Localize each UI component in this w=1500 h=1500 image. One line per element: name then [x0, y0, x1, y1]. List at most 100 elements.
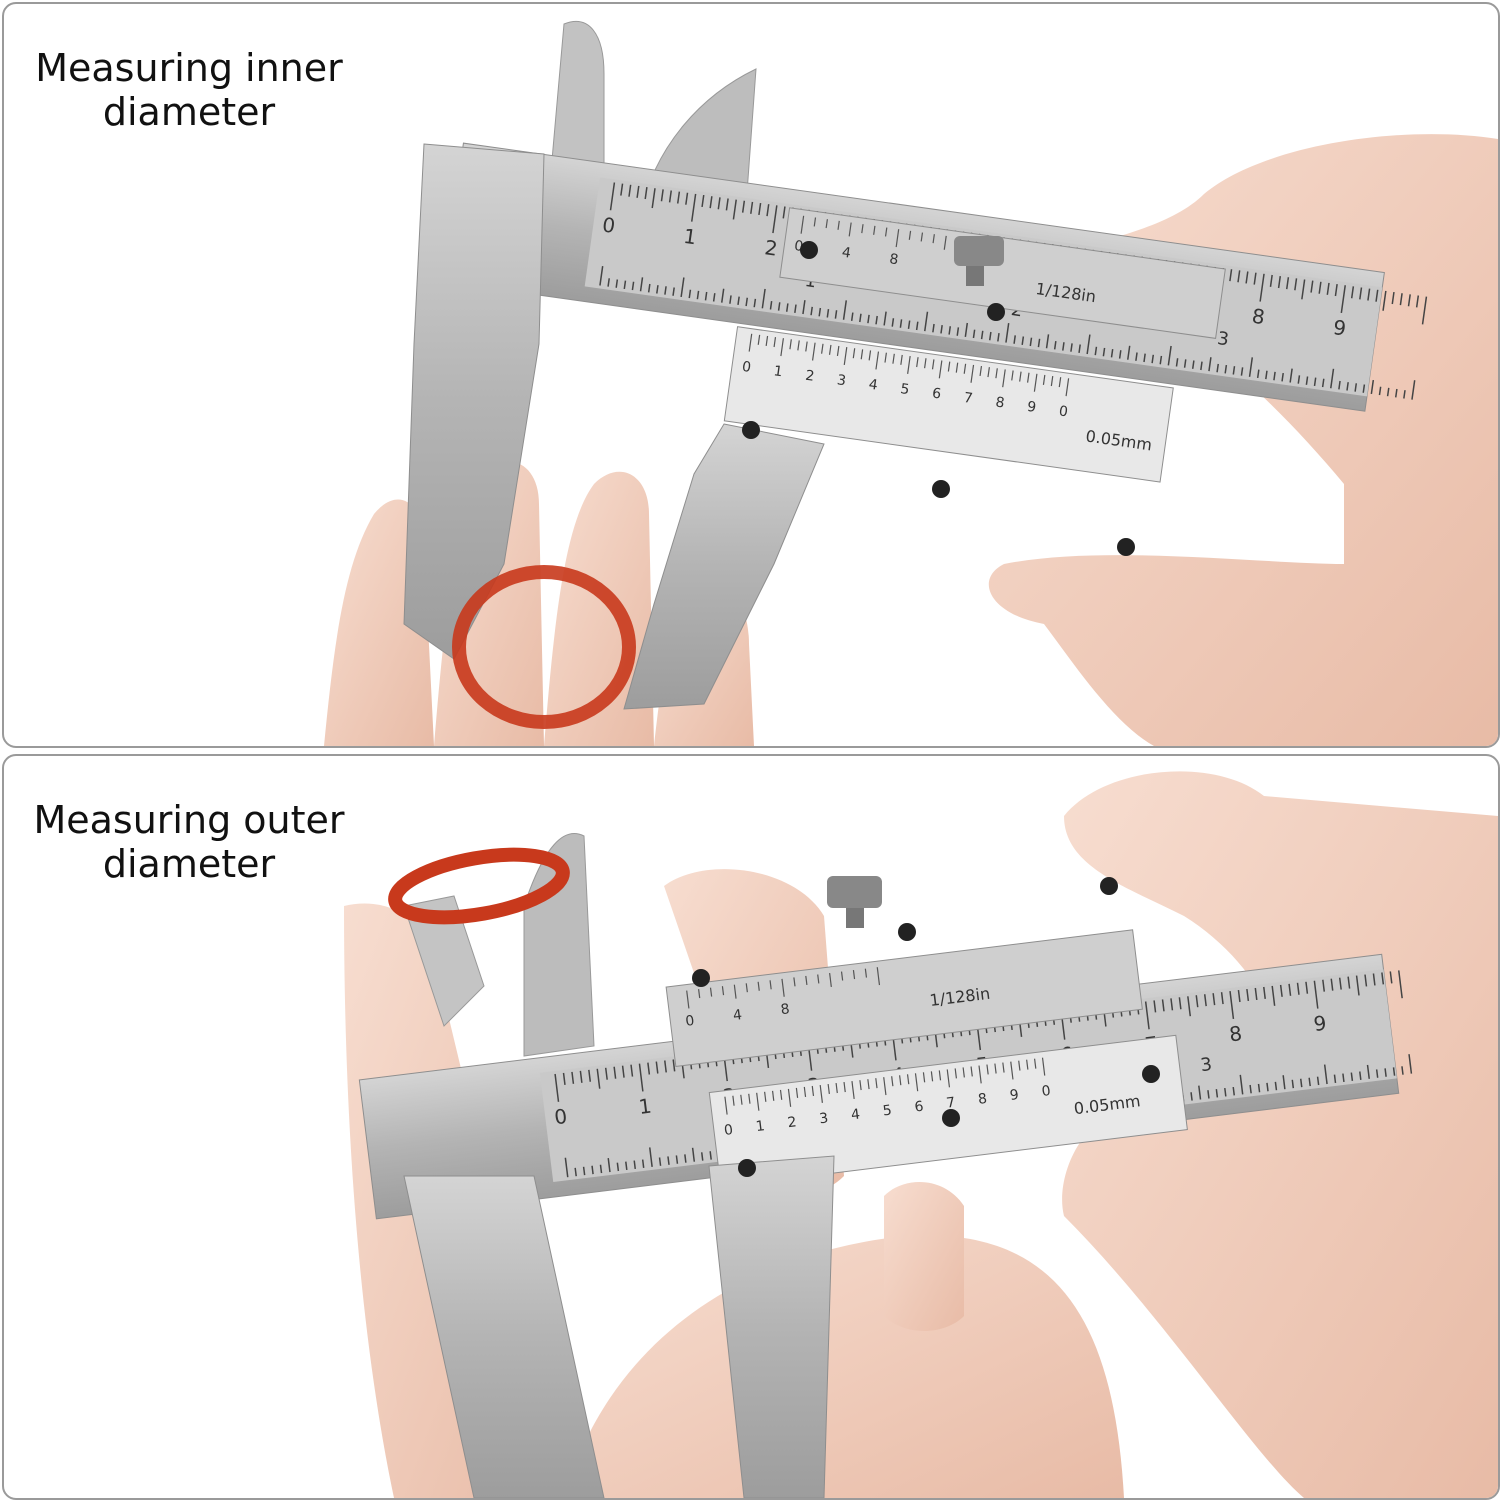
inch-scale-tick — [1330, 368, 1335, 389]
vernier-mm-tick — [835, 1082, 838, 1094]
vernier-inch-tick — [757, 981, 760, 991]
main-scale-tick — [725, 198, 729, 211]
inch-scale-tick — [625, 1161, 628, 1171]
vernier-mm-tick — [900, 354, 903, 365]
inch-scale-tick — [704, 291, 708, 301]
inch-scale-tick — [850, 312, 854, 321]
inch-scale-tick — [607, 1158, 611, 1173]
vernier-inch-tick — [861, 224, 864, 234]
vernier-mm-tick — [970, 1066, 973, 1077]
vernier-inch-tick — [745, 983, 748, 993]
inch-scale-tick — [1232, 366, 1236, 375]
vernier-inch-tick — [781, 978, 785, 997]
main-scale-tick — [660, 189, 664, 202]
main-scale-tick — [1318, 281, 1322, 294]
vernier-inch-tick — [769, 980, 772, 990]
vernier-inch-tick — [920, 232, 924, 242]
main-scale-tick — [664, 1060, 667, 1073]
inch-scale-tick — [631, 281, 635, 291]
vernier-mm-tick — [827, 1083, 830, 1095]
inch-scale-tick — [599, 1164, 603, 1174]
vernier-mm-label: 0 — [723, 1122, 734, 1139]
inch-scale-tick — [1151, 354, 1155, 364]
main-scale-tick — [1237, 989, 1241, 1003]
main-scale-tick — [1338, 977, 1342, 990]
inch-scale-tick — [1200, 361, 1203, 371]
inch-scale-tick — [1127, 345, 1131, 360]
main-scale-tick — [1161, 999, 1165, 1012]
main-scale-tick — [1296, 982, 1300, 995]
inch-scale-tick — [1191, 360, 1195, 369]
vernier-mm-label: 2 — [787, 1114, 798, 1131]
vernier-mm-tick — [922, 1072, 926, 1083]
vernier-inch-tick — [876, 967, 881, 986]
vernier-mm-tick — [811, 1085, 815, 1096]
caliper-photo-outer: 0123456789123 0481/128in012345678900.05m… — [344, 771, 1498, 1498]
inch-scale-tick — [907, 320, 911, 329]
vernier-mm-tick — [892, 353, 895, 364]
inch-scale-tick — [1281, 372, 1284, 382]
vernier-inch-label: 0 — [685, 1013, 696, 1030]
inch-scale-tick — [615, 279, 619, 288]
inch-scale-tick — [696, 290, 700, 300]
main-scale-tick — [1187, 996, 1192, 1017]
vernier-mm-tick — [994, 1063, 997, 1074]
main-scale-tick — [1381, 972, 1385, 985]
main-scale-tick — [1277, 275, 1282, 289]
inch-scale-tick — [1005, 323, 1010, 343]
inch-scale-tick — [1297, 375, 1301, 384]
vernier-mm-tick — [740, 1094, 743, 1105]
vernier-inch-label: 0 — [793, 238, 804, 255]
vernier-inch-tick — [733, 984, 737, 999]
inch-scale-tick — [1265, 370, 1268, 380]
main-scale-tick — [1334, 283, 1338, 297]
vernier-mm-tick — [947, 361, 951, 372]
vernier-mm-tick — [931, 359, 935, 370]
inch-scale-tick — [1037, 338, 1041, 348]
vernier-mm-tick — [963, 363, 967, 374]
vernier-mm-tick — [962, 1067, 965, 1078]
inch-scale-tick — [1029, 337, 1033, 347]
inch-scale-tick — [1323, 1064, 1328, 1085]
inch-scale-tick — [769, 301, 773, 310]
vernier-mm-tick — [867, 1079, 870, 1090]
vernier-inch-tick — [793, 977, 796, 987]
vernier-inch-tick — [800, 215, 805, 234]
inch-scale-tick — [1386, 387, 1390, 397]
caption-outer-diameter: Measuring outer diameter — [33, 798, 345, 886]
inch-scale-tick — [1401, 1066, 1404, 1075]
main-scale-tick — [1212, 993, 1216, 1006]
vernier-inch-tick — [805, 975, 808, 985]
main-scale-label: 0 — [553, 1104, 569, 1129]
inch-scale-tick — [656, 285, 659, 294]
main-scale-tick — [701, 194, 705, 208]
vernier-mm-tick — [779, 1089, 783, 1100]
vernier-mm-tick — [797, 340, 800, 351]
inch-scale-tick — [1338, 380, 1341, 390]
main-scale-tick — [685, 192, 689, 205]
main-scale-label: 8 — [1250, 304, 1266, 330]
inch-scale-tick — [1305, 376, 1309, 385]
inch-scale-tick — [924, 311, 929, 332]
main-scale-tick — [655, 1061, 659, 1074]
vernier-inch-tick — [817, 974, 820, 984]
vernier-mm-tick — [748, 333, 753, 352]
inch-scale-tick — [658, 1157, 662, 1166]
inch-scale-tick — [1370, 379, 1375, 395]
inch-scale-tick — [591, 1165, 594, 1175]
main-scale-tick — [1195, 995, 1199, 1008]
vernier-mm-tick — [803, 1086, 807, 1097]
inch-scale-tick — [1021, 336, 1025, 345]
inch-scale-tick — [1289, 368, 1293, 383]
inch-scale-tick — [997, 333, 1000, 342]
main-scale-tick — [1415, 295, 1420, 308]
inch-scale-tick — [680, 277, 685, 298]
vernier-mm-tick — [978, 1065, 982, 1084]
main-scale-tick — [1178, 997, 1182, 1010]
vernier-mm-tick — [1002, 1062, 1005, 1073]
fixed-jaw — [403, 143, 545, 660]
inch-scale-tick — [641, 1159, 645, 1168]
vernier-inch-tick — [840, 971, 844, 981]
vernier-mm-label: 0 — [741, 359, 752, 376]
inch-scale-tick — [700, 1152, 704, 1161]
